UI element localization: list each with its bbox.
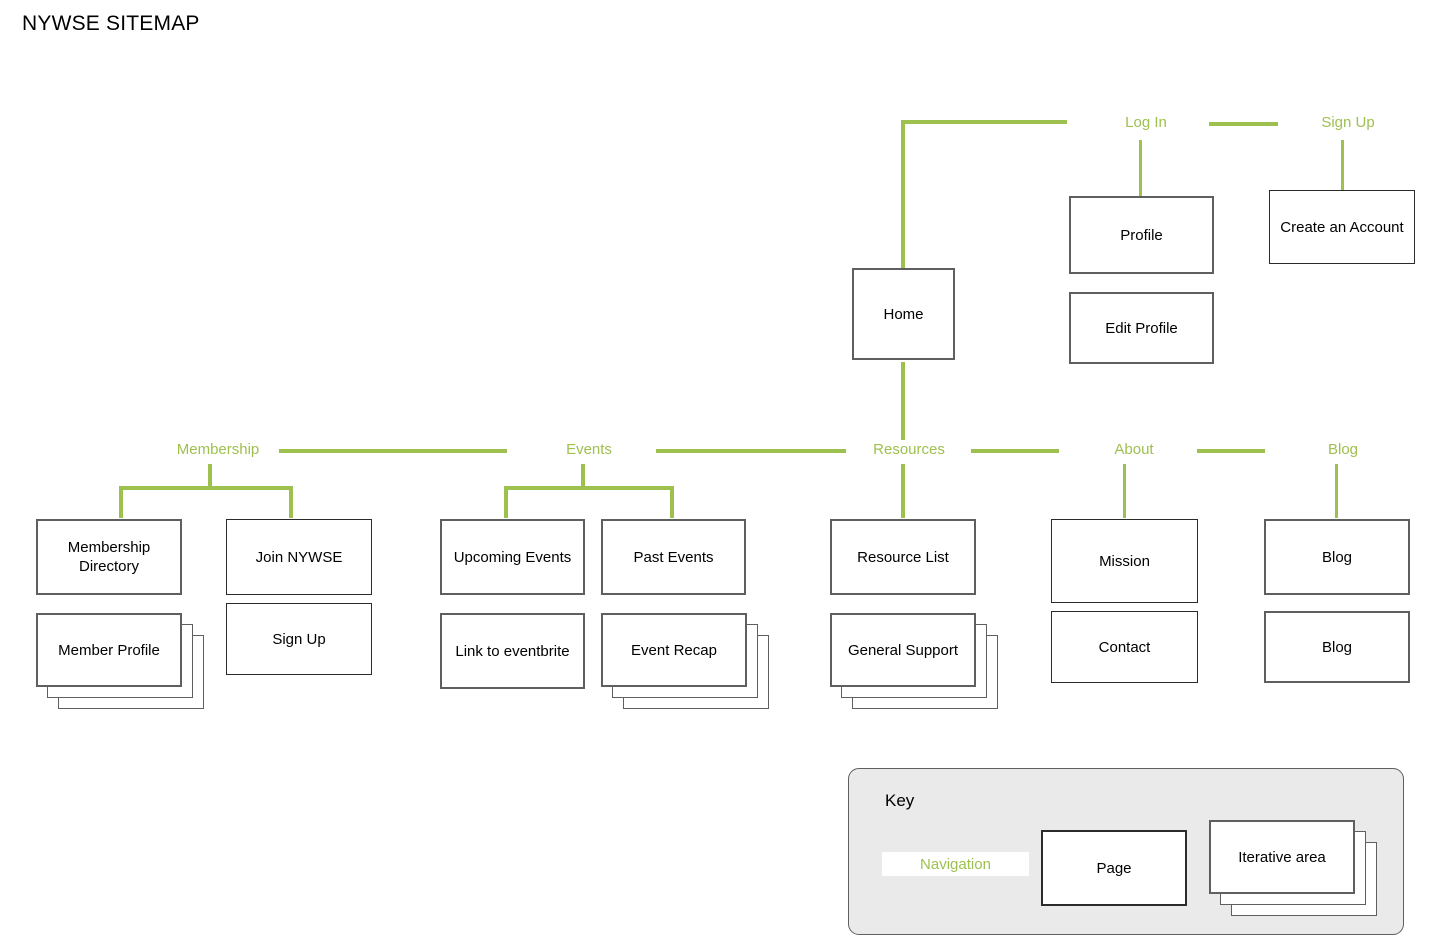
page-box-link-to-eventbrite[interactable]: Link to eventbrite	[440, 613, 585, 689]
key-item-navigation: Navigation	[882, 852, 1029, 876]
connector-home-to-account-vertical	[901, 120, 905, 270]
key-title: Key	[885, 791, 915, 810]
page-title: NYWSE SITEMAP	[22, 12, 200, 35]
nav-label-log-in[interactable]: Log In	[1108, 113, 1184, 133]
connector-resources-to-resource-list	[901, 464, 905, 518]
iterative-card-front: Iterative area	[1209, 820, 1355, 894]
connector-events-stub	[581, 464, 585, 488]
page-box-blog-1[interactable]: Blog	[1264, 519, 1410, 595]
page-box-resource-list[interactable]: Resource List	[830, 519, 976, 595]
iterative-area-member-profile[interactable]: Member Profile	[36, 613, 216, 711]
connector-login-to-profile	[1139, 140, 1142, 196]
page-box-profile[interactable]: Profile	[1069, 196, 1214, 274]
key-item-page: Page	[1041, 830, 1187, 906]
connector-events-bar	[504, 486, 674, 490]
iterative-card-front[interactable]: General Support	[830, 613, 976, 687]
page-box-mission[interactable]: Mission	[1051, 519, 1198, 603]
page-box-contact[interactable]: Contact	[1051, 611, 1198, 683]
iterative-card-front[interactable]: Event Recap	[601, 613, 747, 687]
connector-events-to-resources	[656, 449, 846, 453]
page-box-membership-directory[interactable]: Membership Directory	[36, 519, 182, 595]
connector-membership-to-events	[279, 449, 507, 453]
nav-label-about[interactable]: About	[1096, 440, 1172, 460]
connector-home-to-login-horizontal	[901, 120, 1067, 124]
iterative-area-general-support[interactable]: General Support	[830, 613, 1010, 711]
key-item-iterative-area: Iterative area	[1209, 820, 1389, 918]
connector-login-to-signup	[1209, 122, 1278, 126]
nav-label-resources[interactable]: Resources	[857, 440, 961, 460]
connector-events-to-past	[670, 486, 674, 518]
connector-membership-bar	[119, 486, 293, 490]
page-box-blog-2[interactable]: Blog	[1264, 611, 1410, 683]
page-box-sign-up[interactable]: Sign Up	[226, 603, 372, 675]
key-legend-panel: Key Navigation Page Iterative area	[848, 768, 1404, 935]
nav-label-blog[interactable]: Blog	[1311, 440, 1375, 460]
page-box-home[interactable]: Home	[852, 268, 955, 360]
page-box-past-events[interactable]: Past Events	[601, 519, 746, 595]
page-box-edit-profile[interactable]: Edit Profile	[1069, 292, 1214, 364]
iterative-card-front[interactable]: Member Profile	[36, 613, 182, 687]
connector-resources-to-about	[971, 449, 1059, 453]
connector-signup-to-create-account	[1341, 140, 1344, 190]
connector-events-to-upcoming	[504, 486, 508, 518]
connector-membership-stub	[208, 464, 212, 488]
iterative-area-event-recap[interactable]: Event Recap	[601, 613, 781, 711]
connector-about-to-mission	[1123, 464, 1126, 518]
connector-home-to-resources	[901, 362, 905, 448]
connector-blog-to-blog-page	[1335, 464, 1338, 518]
connector-about-to-blog	[1197, 449, 1265, 453]
page-box-upcoming-events[interactable]: Upcoming Events	[440, 519, 585, 595]
nav-label-membership[interactable]: Membership	[163, 440, 273, 460]
page-box-create-an-account[interactable]: Create an Account	[1269, 190, 1415, 264]
nav-label-events[interactable]: Events	[550, 440, 628, 460]
page-box-join-nywse[interactable]: Join NYWSE	[226, 519, 372, 595]
connector-membership-to-directory	[119, 486, 123, 518]
connector-membership-to-join	[289, 486, 293, 518]
nav-label-sign-up[interactable]: Sign Up	[1309, 113, 1387, 133]
